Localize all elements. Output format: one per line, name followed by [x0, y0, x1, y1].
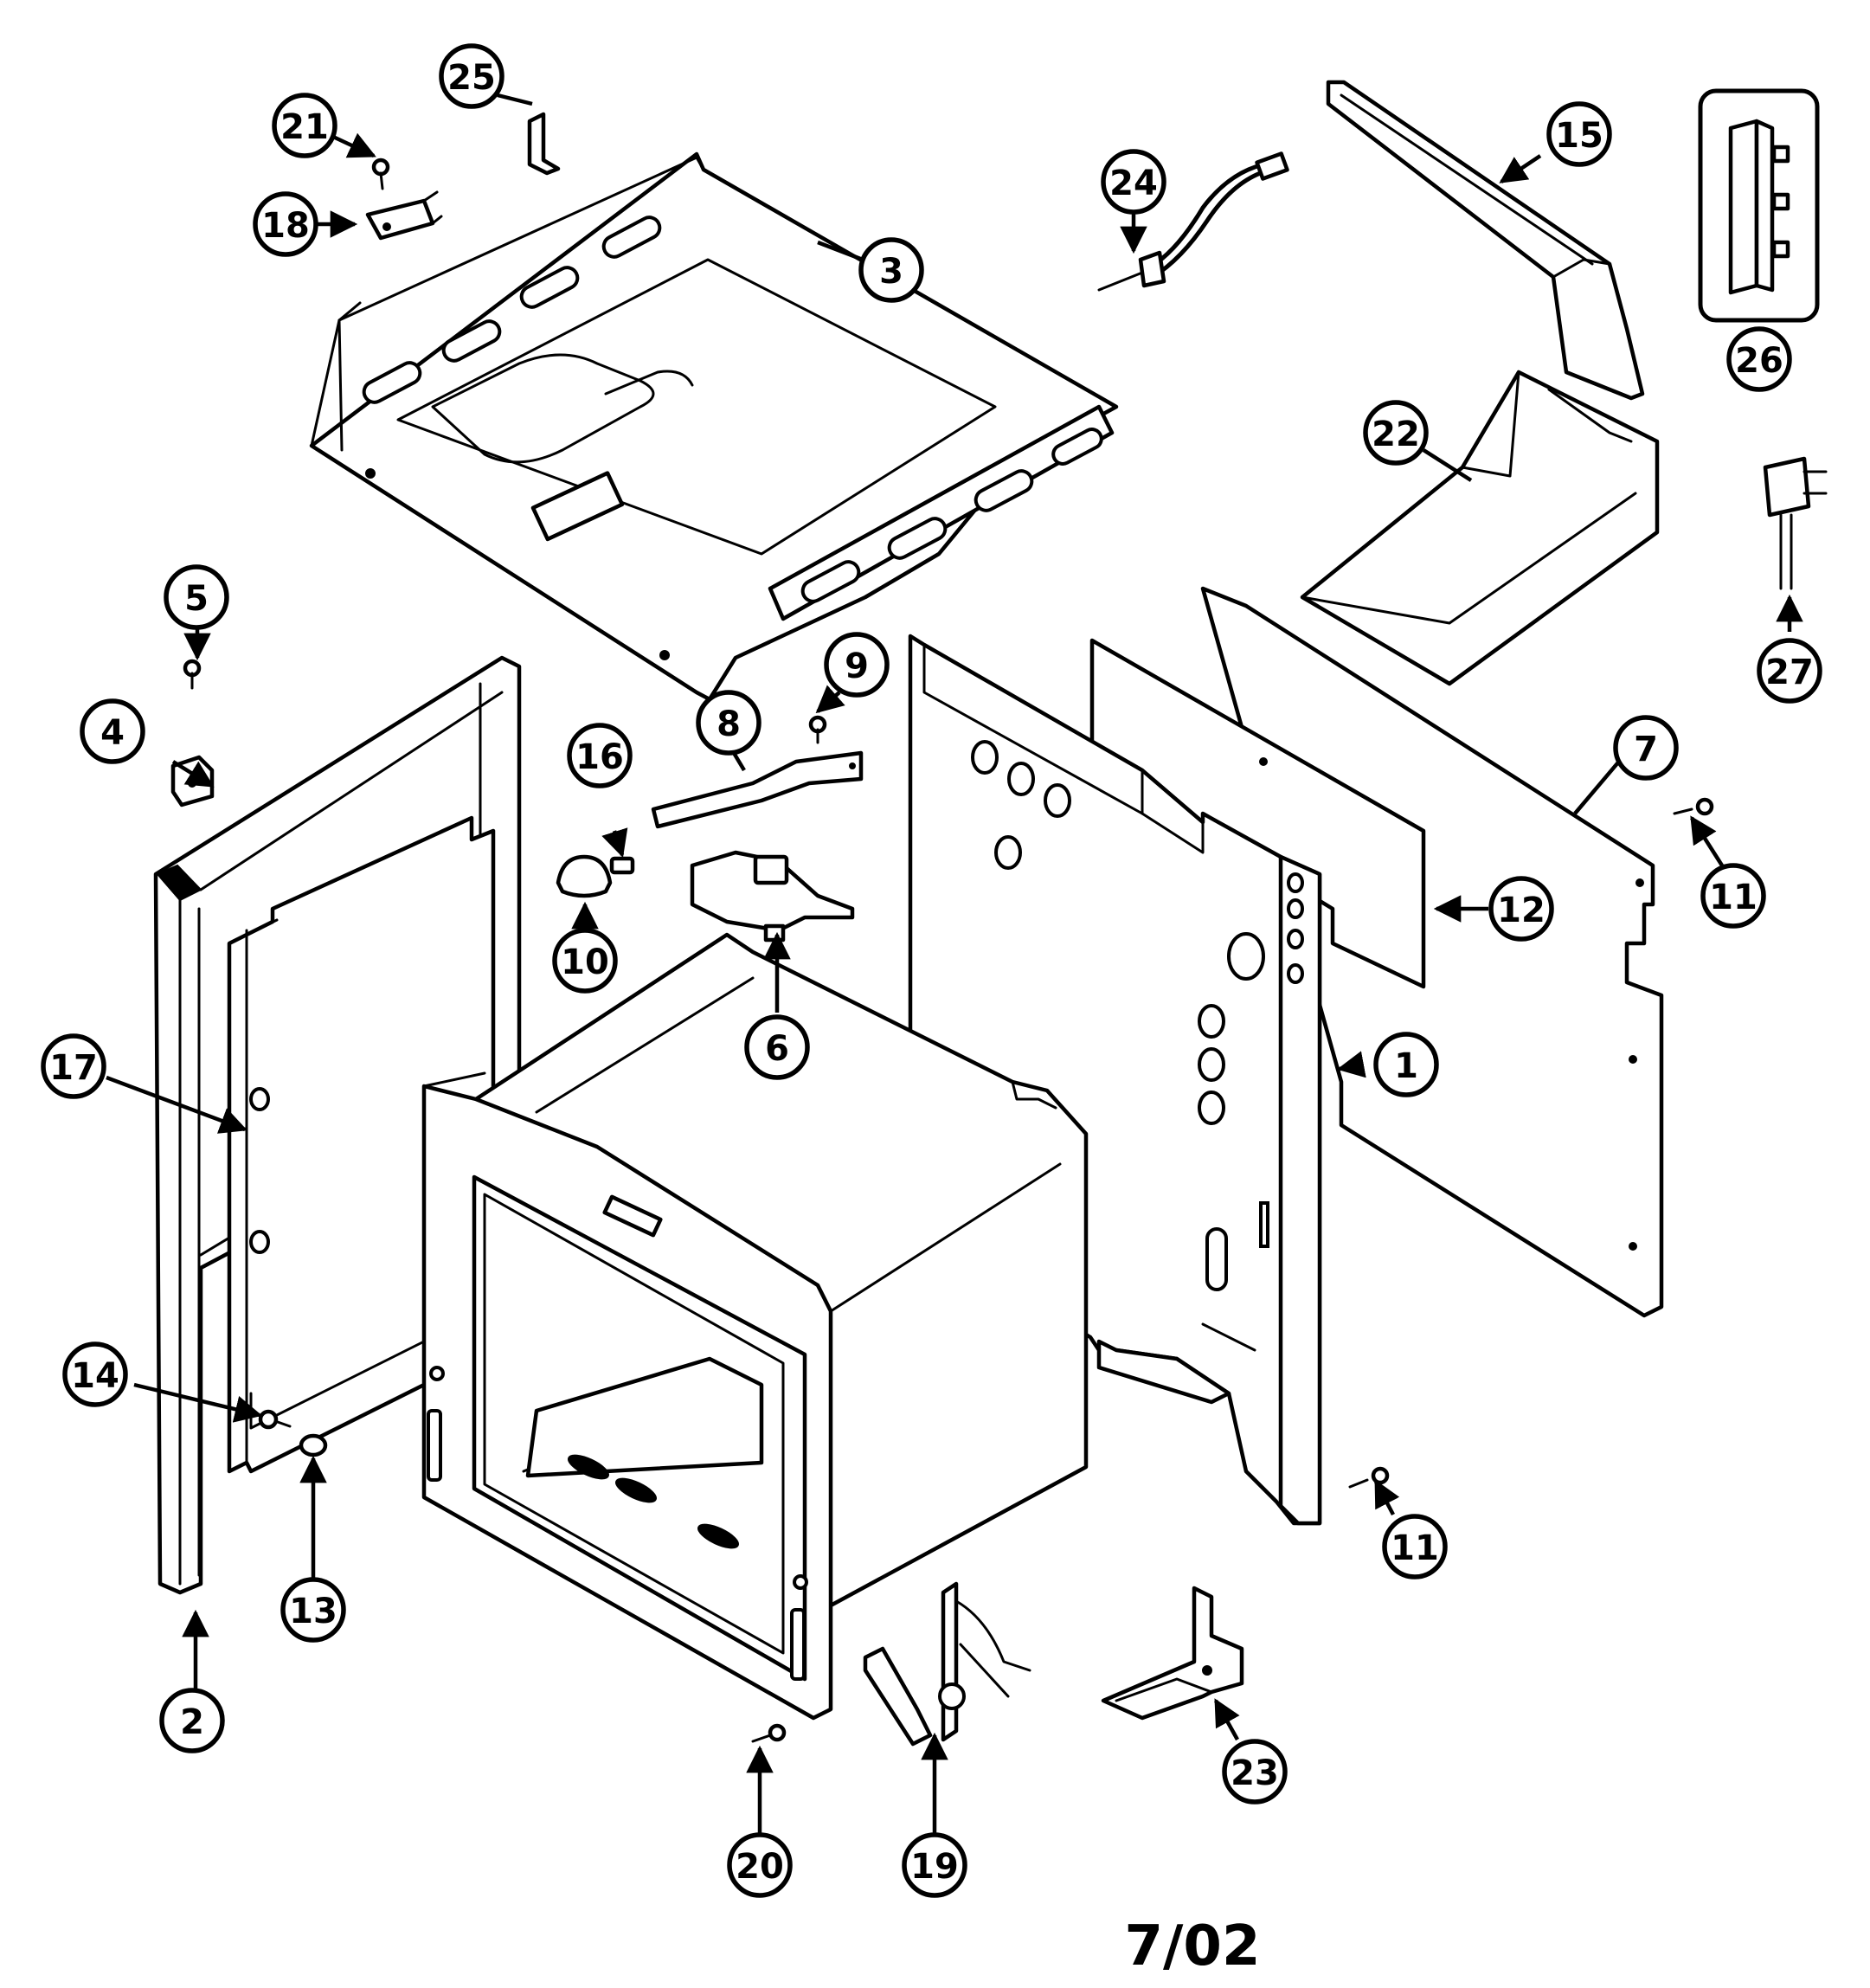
part-26-terminal-block	[1698, 88, 1820, 323]
part-22-vent-trough	[1300, 370, 1660, 686]
callout-4: 4	[80, 698, 145, 764]
svg-text:19: 19	[910, 1847, 959, 1887]
svg-text:10: 10	[561, 943, 609, 982]
svg-text:3: 3	[879, 252, 903, 292]
part-19-door-hinge	[863, 1581, 1031, 1747]
part-23-support-bracket	[1101, 1586, 1244, 1721]
callout-26: 26	[1726, 326, 1792, 392]
svg-text:15: 15	[1555, 116, 1603, 156]
svg-text:6: 6	[765, 1029, 789, 1069]
svg-text:17: 17	[49, 1048, 98, 1088]
part-13-bumper	[299, 1433, 328, 1457]
svg-text:22: 22	[1372, 415, 1420, 454]
svg-text:24: 24	[1109, 164, 1158, 203]
callout-21: 21	[272, 93, 337, 158]
svg-text:2: 2	[180, 1702, 204, 1742]
callout-13: 13	[280, 1577, 346, 1643]
callout-18: 18	[253, 191, 318, 257]
callout-25: 25	[439, 43, 504, 109]
svg-text:8: 8	[717, 704, 741, 744]
footer-date: 7/02	[1125, 1914, 1261, 1978]
svg-text:27: 27	[1765, 653, 1814, 692]
callout-5: 5	[164, 564, 229, 630]
part-5-screw	[183, 659, 202, 690]
part-21-screw	[371, 158, 390, 190]
part-6-hinge-bracket	[690, 850, 855, 943]
svg-text:25: 25	[447, 58, 496, 98]
callout-19: 19	[902, 1832, 967, 1898]
part-16-plug	[609, 856, 635, 875]
svg-text:11: 11	[1709, 878, 1758, 917]
part-20-screw	[751, 1723, 787, 1743]
callout-11-upper: 11	[1700, 863, 1766, 929]
callout-12: 12	[1488, 876, 1554, 942]
callout-24: 24	[1101, 149, 1166, 215]
svg-text:5: 5	[184, 579, 209, 619]
callouts: 1 2 3 4 5 6 7 8 9 10 11 11 12 13 14 15 1…	[41, 43, 1822, 1898]
callout-22: 22	[1363, 400, 1429, 466]
callout-23: 23	[1222, 1739, 1288, 1805]
part-27-power-plug	[1763, 456, 1828, 590]
svg-text:7: 7	[1634, 730, 1658, 769]
svg-text:20: 20	[736, 1847, 784, 1887]
part-25-bracket	[527, 112, 561, 176]
part-18-switch	[365, 190, 443, 241]
svg-text:11: 11	[1391, 1528, 1439, 1568]
callout-17: 17	[41, 1033, 106, 1099]
part-24-wire-harness	[1097, 151, 1289, 292]
svg-text:23: 23	[1231, 1753, 1279, 1793]
callout-10: 10	[552, 928, 618, 994]
part-15-vent-duct	[1326, 80, 1645, 401]
svg-text:1: 1	[1394, 1046, 1418, 1086]
callout-7: 7	[1613, 715, 1679, 781]
svg-text:13: 13	[289, 1592, 337, 1631]
part-3-burner-box	[309, 151, 1119, 702]
callout-1: 1	[1373, 1032, 1439, 1097]
callout-15: 15	[1546, 101, 1612, 167]
callout-2: 2	[159, 1688, 225, 1753]
svg-text:18: 18	[261, 206, 310, 246]
svg-text:9: 9	[845, 647, 869, 686]
part-9-screw	[808, 715, 827, 744]
part-10-cap	[556, 854, 613, 898]
callout-14: 14	[62, 1341, 128, 1407]
callout-6: 6	[744, 1014, 810, 1080]
part-11-screw-a	[1673, 797, 1714, 816]
callout-8: 8	[696, 690, 761, 756]
part-1-side-panel	[908, 634, 1322, 1526]
oven-cavity	[421, 932, 1089, 1721]
callout-27: 27	[1757, 638, 1822, 704]
part-11-screw-b	[1348, 1466, 1390, 1489]
svg-text:12: 12	[1497, 891, 1545, 930]
svg-text:16: 16	[575, 737, 624, 777]
callout-3: 3	[858, 237, 924, 303]
callout-11-lower: 11	[1382, 1514, 1448, 1579]
callout-20: 20	[727, 1832, 793, 1898]
callout-16: 16	[567, 723, 633, 788]
svg-text:21: 21	[280, 107, 329, 147]
svg-text:14: 14	[71, 1356, 119, 1396]
svg-text:4: 4	[100, 713, 125, 753]
svg-text:26: 26	[1735, 341, 1783, 381]
part-8-bracket-bar	[651, 750, 864, 829]
callout-9: 9	[824, 632, 890, 698]
